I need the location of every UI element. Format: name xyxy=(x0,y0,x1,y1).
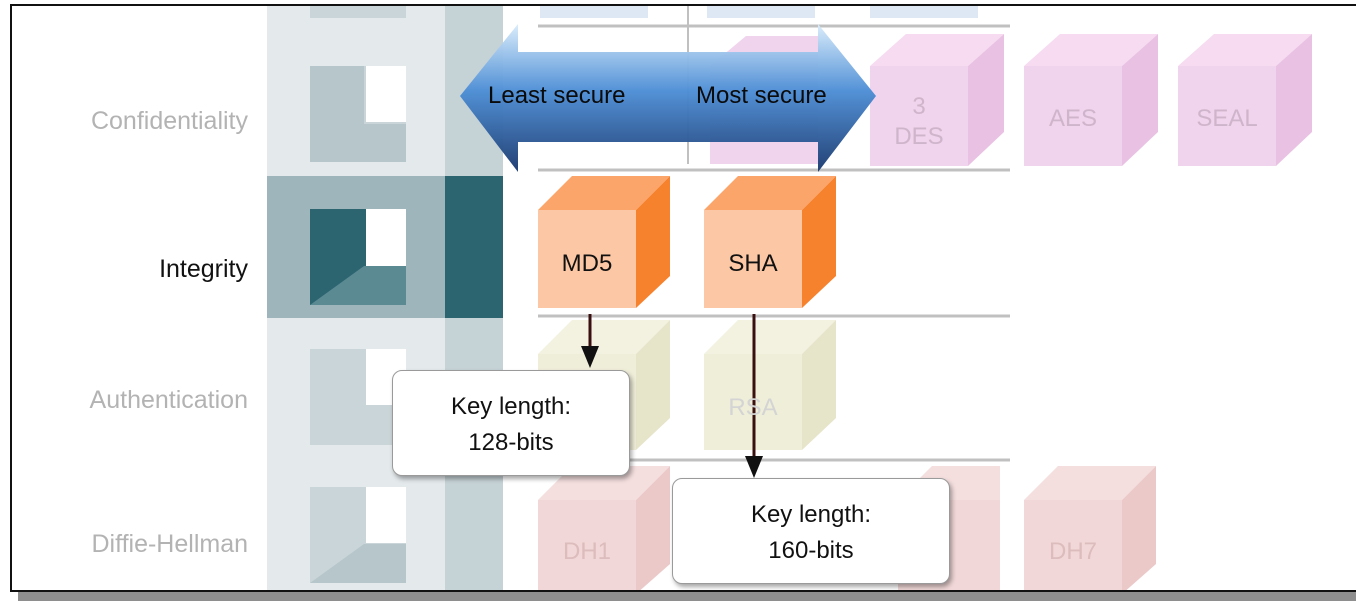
cube-3des xyxy=(870,34,1004,166)
pillar-integrity-active-side xyxy=(445,176,503,318)
callout-sha-line1: Key length: xyxy=(750,501,872,528)
callout-md5-line2: 128-bits xyxy=(468,429,554,456)
frame-bottom-shadow xyxy=(18,592,1356,601)
recess-top xyxy=(310,6,406,18)
diagram-border: Confidentiality Integrity Authentication… xyxy=(10,4,1356,592)
callout-sha-line2: 160-bits xyxy=(768,537,854,564)
cube-aes xyxy=(1024,34,1158,166)
cube-dh1 xyxy=(538,466,670,590)
cube-sha xyxy=(704,176,836,308)
cube-label-seal: SEAL xyxy=(1196,105,1258,132)
cube-label-sha: SHA xyxy=(728,250,778,277)
cube-md5 xyxy=(538,176,670,308)
recess-confidentiality xyxy=(310,66,406,162)
cube-seal xyxy=(1178,34,1312,166)
cube-rsa xyxy=(704,320,836,450)
row-label-integrity: Integrity xyxy=(159,255,248,283)
recess-integrity xyxy=(310,209,406,305)
row-label-confidentiality: Confidentiality xyxy=(90,107,248,135)
security-double-arrow xyxy=(460,24,876,172)
cube-label-md5: MD5 xyxy=(561,250,613,277)
sha-pointer-head xyxy=(745,456,763,478)
recess-authentication xyxy=(310,349,406,445)
cube-label-rsa: RSA xyxy=(728,394,778,421)
row-label-diffie-hellman: Diffie-Hellman xyxy=(91,530,248,558)
most-secure-label: Most secure xyxy=(696,82,827,109)
diagram-canvas xyxy=(267,6,1312,590)
row-label-authentication: Authentication xyxy=(89,386,248,414)
least-secure-label: Least secure xyxy=(488,82,626,109)
callout-md5-key-length: Key length: 128-bits xyxy=(392,370,630,476)
callout-sha-key-length: Key length: 160-bits xyxy=(672,478,950,584)
cube-label-aes: AES xyxy=(1048,105,1098,132)
cube-label-dh1: DH1 xyxy=(562,538,611,565)
callout-md5-line1: Key length: xyxy=(450,393,572,420)
md5-pointer-head xyxy=(581,346,599,368)
cube-label-3des: 3 DES xyxy=(894,93,944,150)
cube-dh7 xyxy=(1024,466,1156,590)
recess-dh xyxy=(310,487,406,583)
pillar-bottom-notch xyxy=(445,564,503,590)
cube-label-dh7: DH7 xyxy=(1048,538,1097,565)
